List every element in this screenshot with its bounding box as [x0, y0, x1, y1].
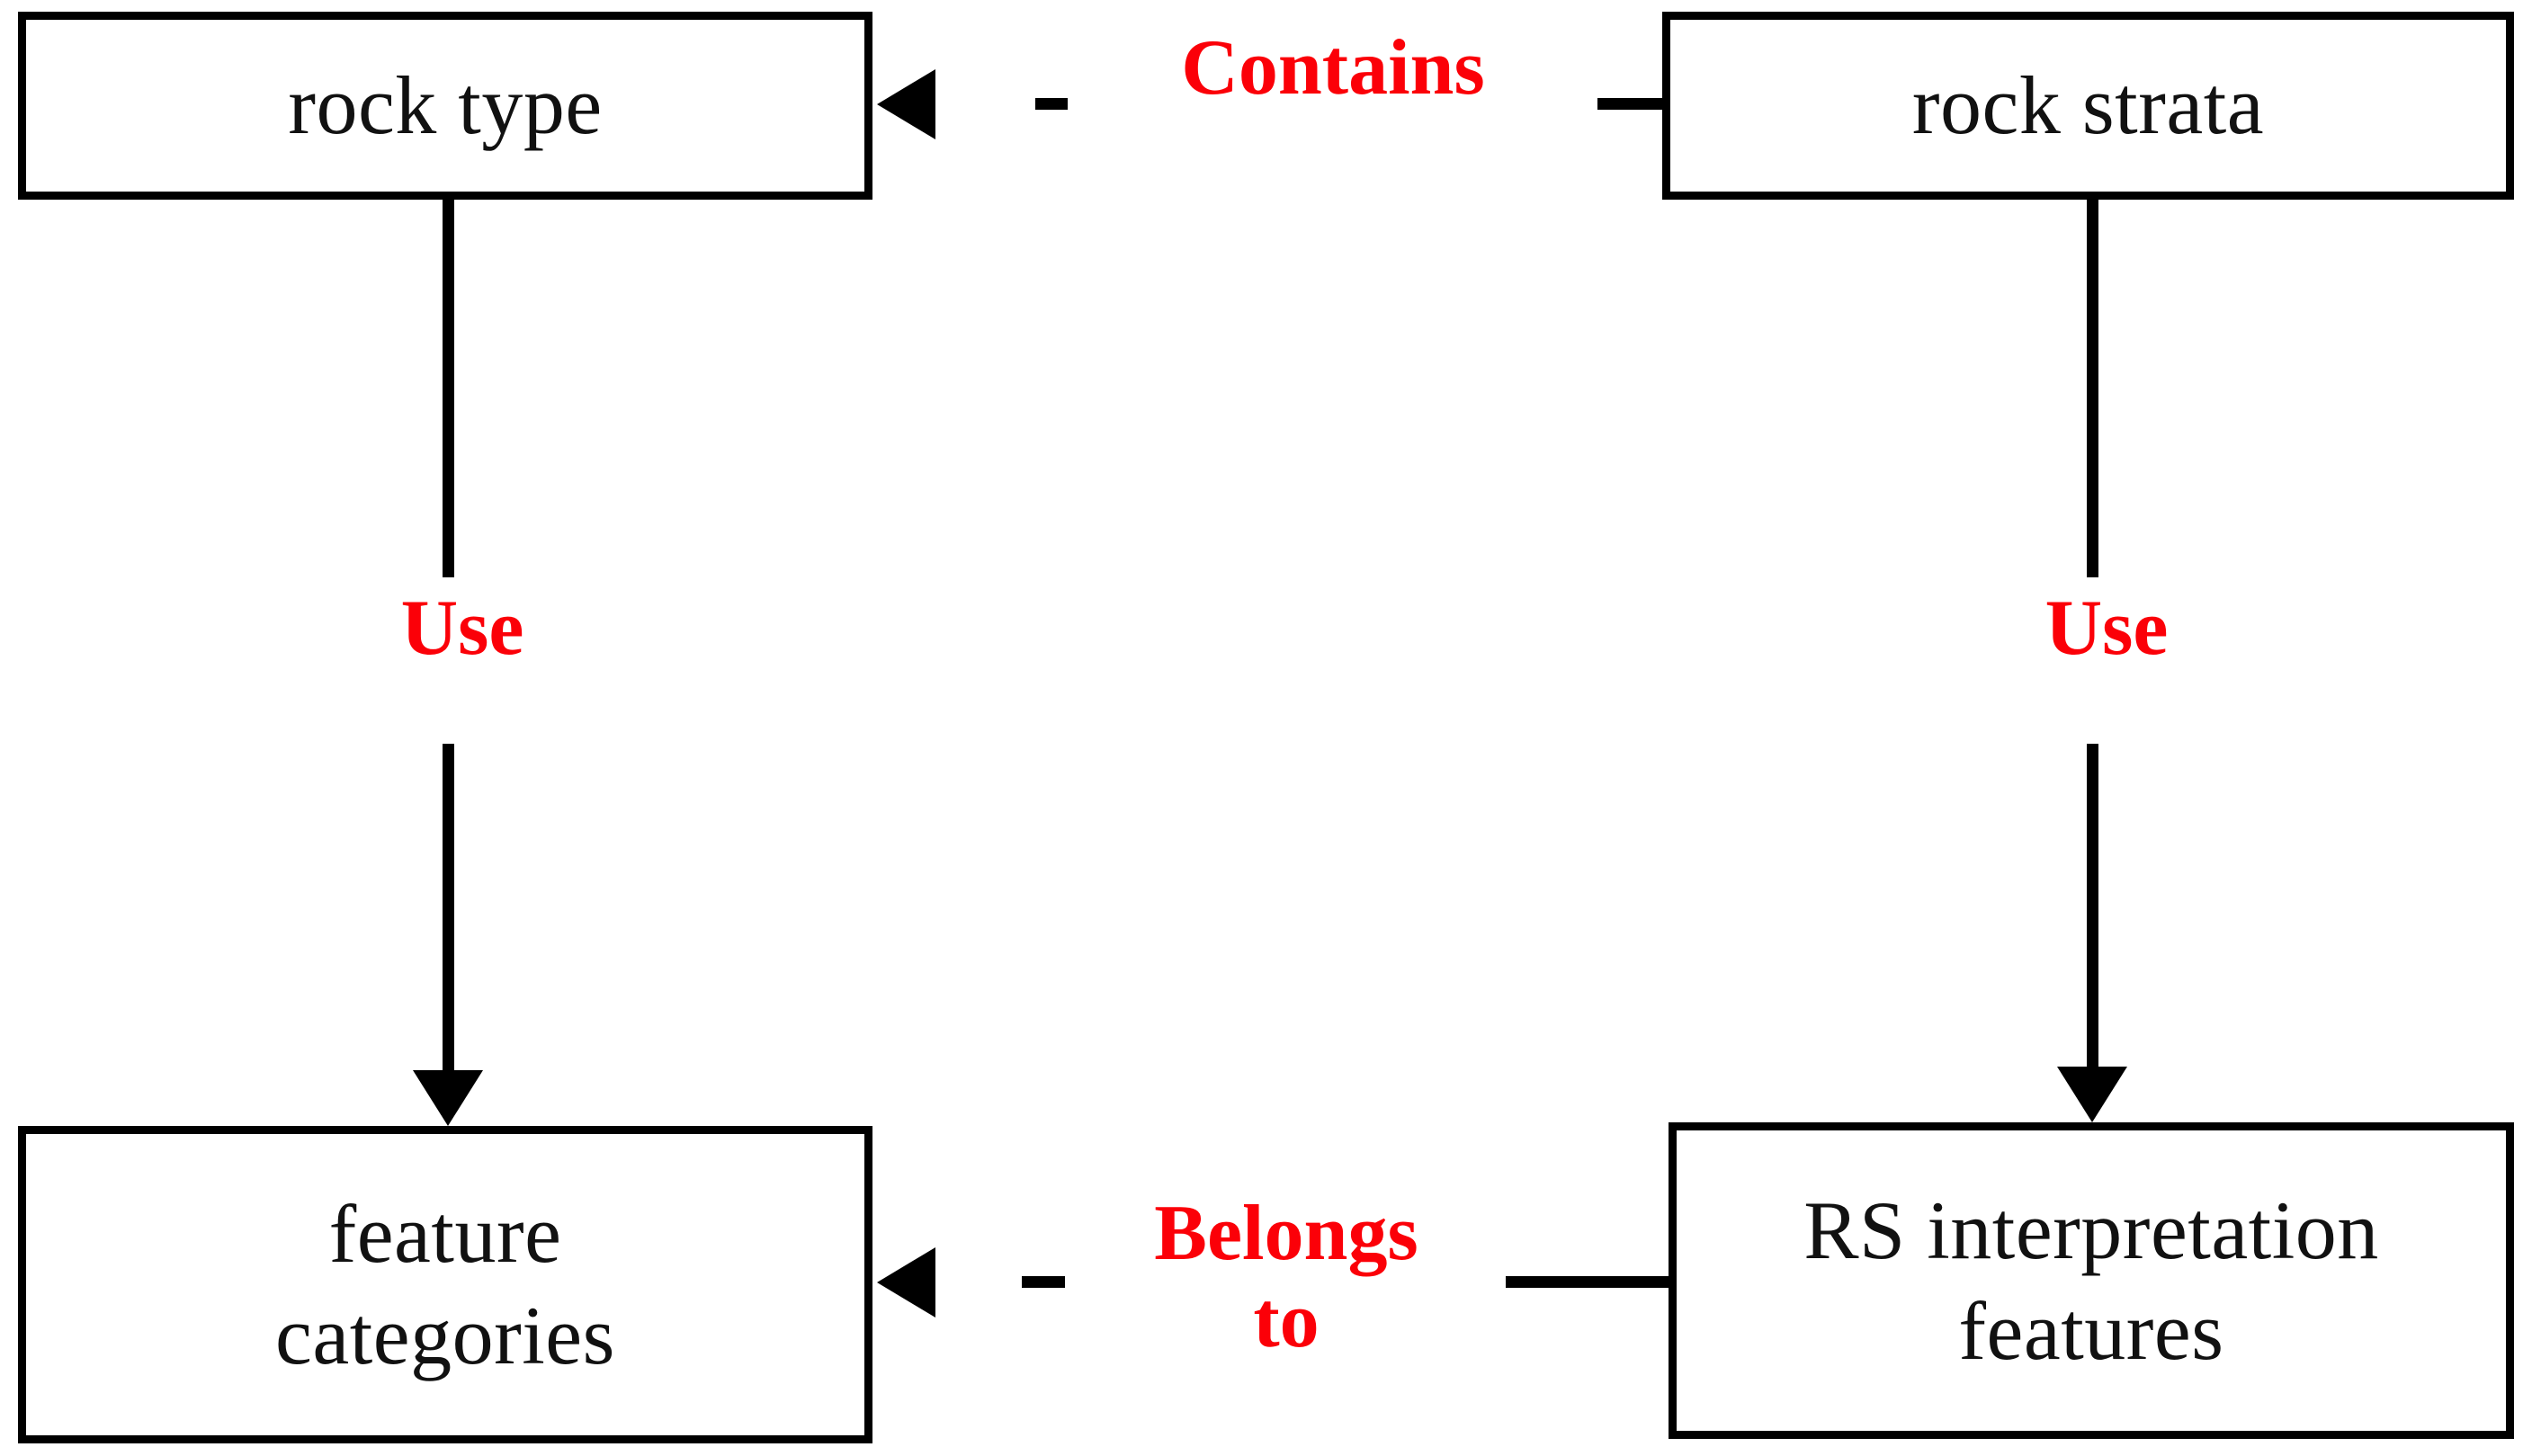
entity-label-rock-type: rock type	[288, 59, 603, 152]
relationship-label-use-left: Use	[315, 580, 610, 678]
use-right-arrowhead-icon	[2057, 1067, 2127, 1122]
entity-label-rs-interpretation-features: RS interpretation features	[1803, 1184, 2379, 1377]
use-left-connector-segment-upper	[443, 200, 454, 577]
entity-box-rock-type[interactable]: rock type	[18, 12, 872, 200]
contains-arrowhead-icon	[877, 69, 935, 139]
use-left-arrowhead-icon	[413, 1070, 483, 1126]
entity-label-feature-categories: feature categories	[275, 1188, 615, 1381]
belongs-to-arrowhead-icon	[877, 1247, 935, 1318]
entity-box-rs-interpretation-features[interactable]: RS interpretation features	[1669, 1122, 2514, 1439]
belongs-to-connector-segment-right	[1482, 1276, 1671, 1288]
relationship-label-belongs-to: Belongs to	[1067, 1185, 1506, 1371]
entity-label-rock-strata: rock strata	[1911, 59, 2265, 152]
contains-connector-segment-left	[1035, 98, 1068, 110]
relationship-label-use-right: Use	[1959, 580, 2254, 678]
belongs-to-connector-segment-left	[1022, 1276, 1065, 1288]
entity-box-rock-strata[interactable]: rock strata	[1662, 12, 2514, 200]
use-right-connector-segment-lower	[2087, 744, 2098, 1067]
use-right-connector-segment-upper	[2087, 200, 2098, 577]
entity-box-feature-categories[interactable]: feature categories	[18, 1126, 872, 1443]
relationship-label-contains: Contains	[1069, 20, 1597, 118]
use-left-connector-segment-lower	[443, 744, 454, 1071]
